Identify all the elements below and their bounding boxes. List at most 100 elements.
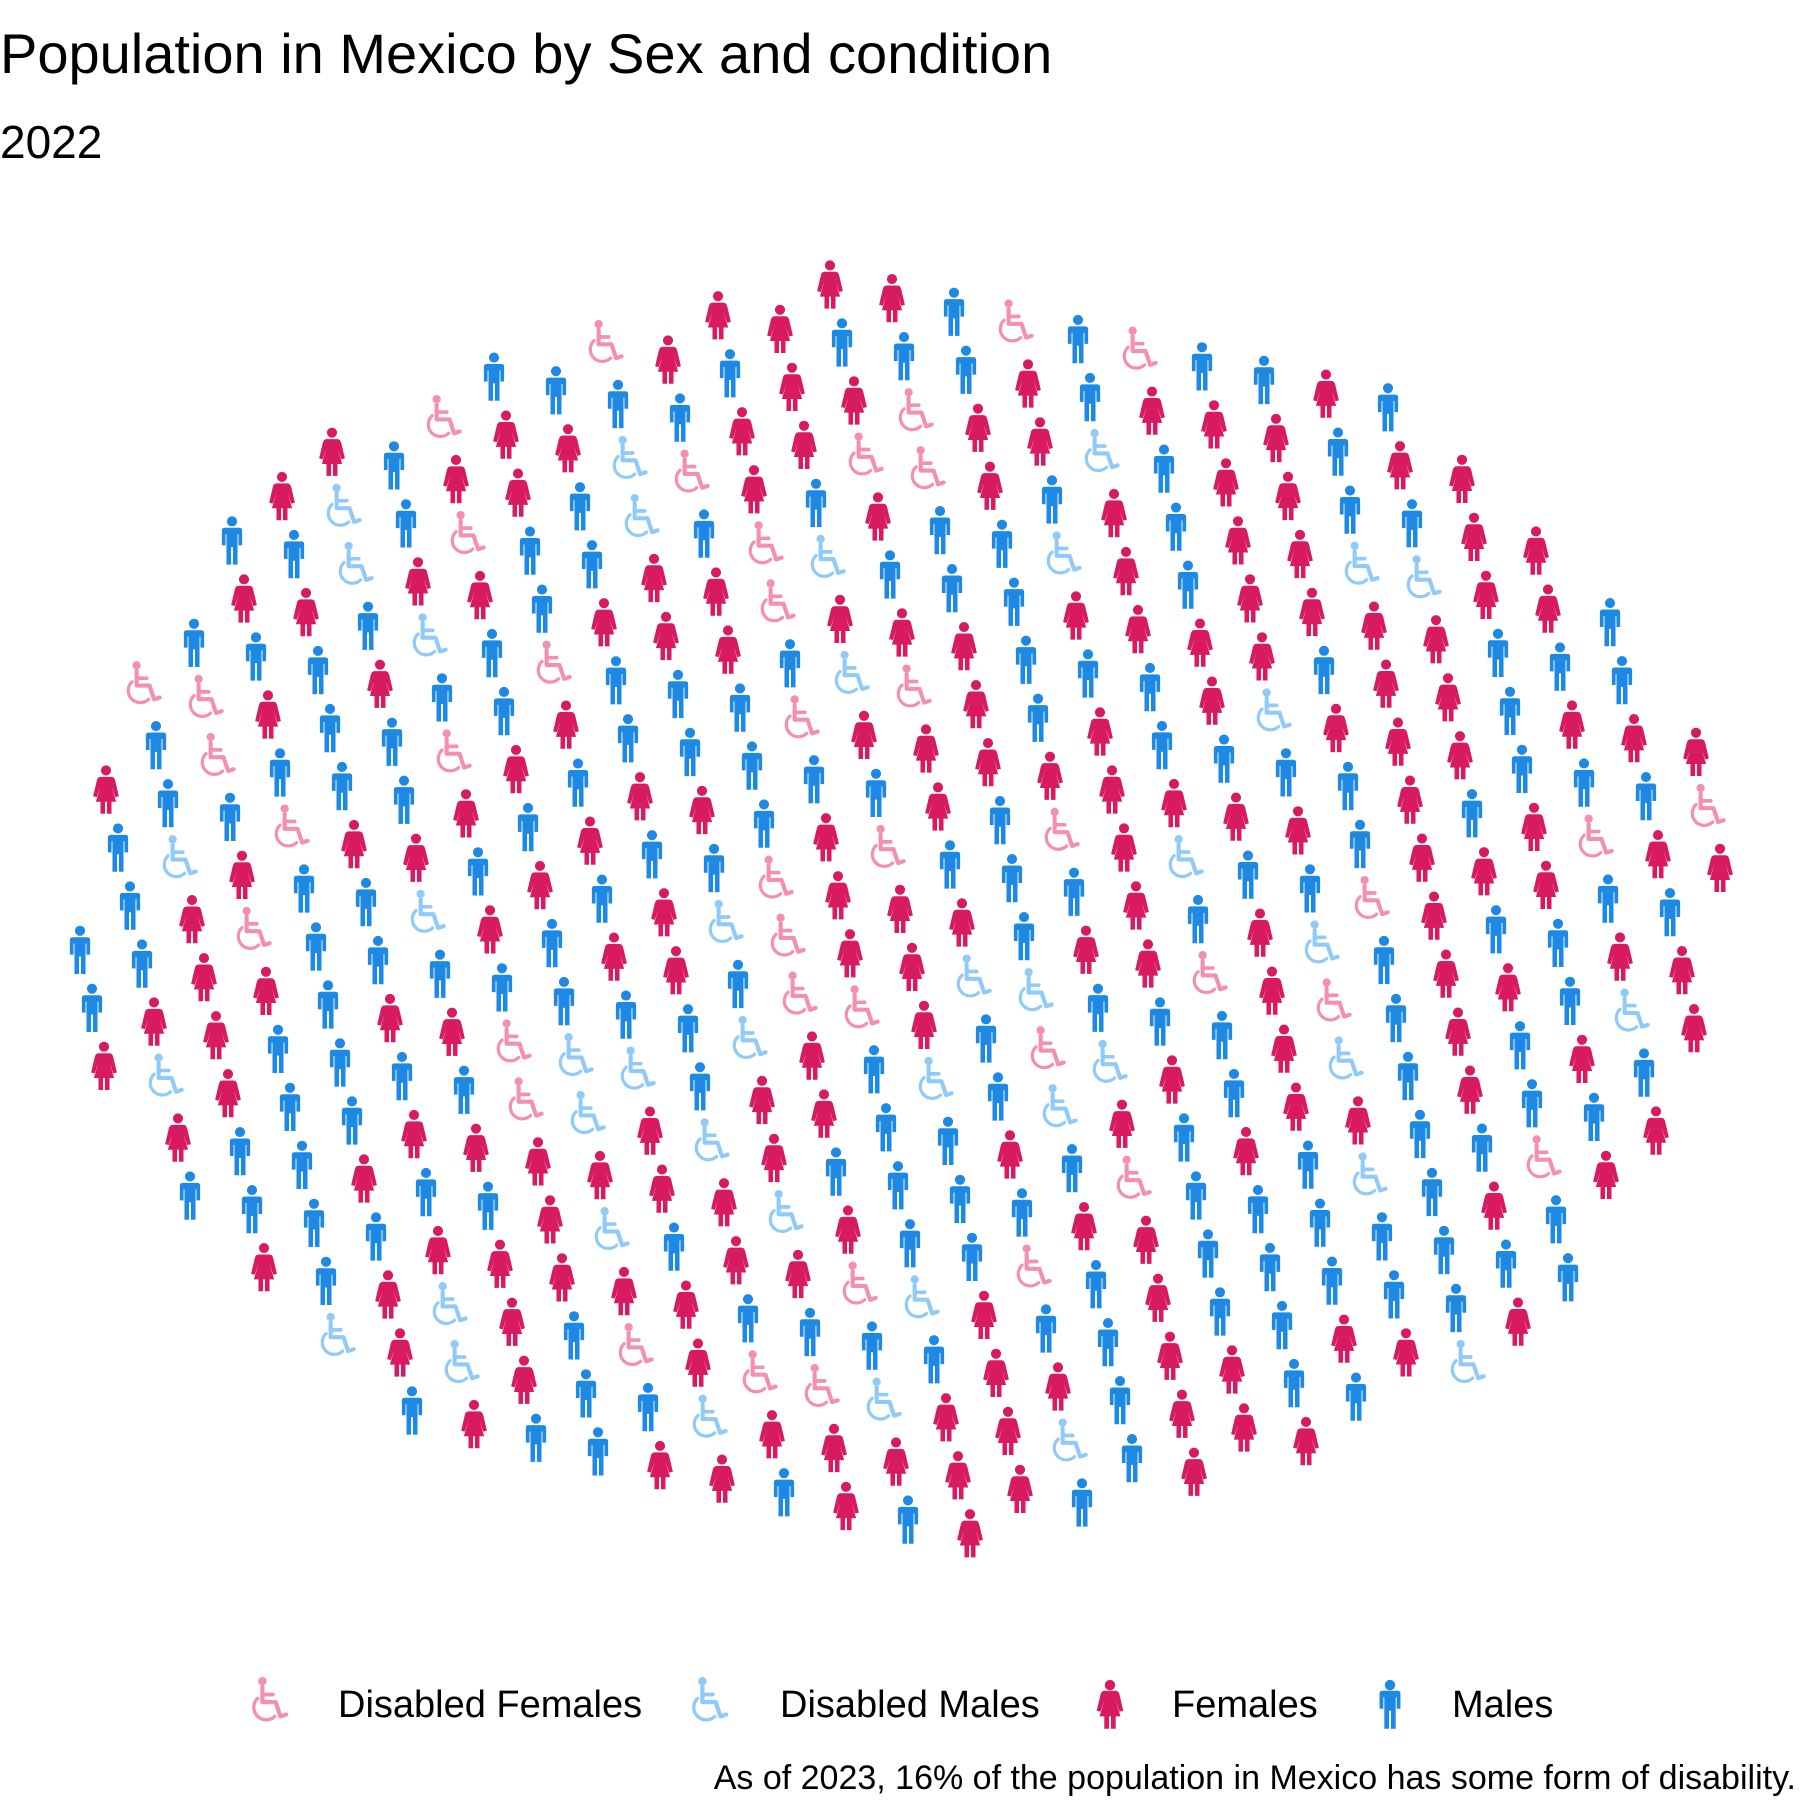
female-person-mark <box>1133 1215 1159 1264</box>
female-person-mark <box>1161 778 1187 828</box>
male-person-mark <box>693 509 715 558</box>
female-person-mark <box>611 1266 637 1316</box>
wheelchair-mark <box>1116 1155 1152 1199</box>
male-person-mark <box>1313 645 1335 695</box>
male-person-mark <box>831 318 853 367</box>
female-person-mark <box>591 598 617 647</box>
male-person-mark <box>283 529 305 579</box>
female-person-mark <box>1313 369 1339 418</box>
wheelchair-mark <box>1016 1244 1052 1288</box>
female-person-mark <box>647 1440 673 1490</box>
female-person-mark <box>1707 843 1733 892</box>
female-person-mark <box>1445 1007 1471 1056</box>
male-person-mark <box>107 823 129 872</box>
male-person-mark <box>569 482 591 531</box>
wheelchair-mark <box>624 493 660 538</box>
male-person-mark <box>391 1051 413 1101</box>
wheelchair-mark <box>770 913 806 957</box>
wheelchair-mark <box>188 674 224 718</box>
male-person-mark <box>1421 1167 1443 1217</box>
male-person-mark <box>563 1311 585 1360</box>
male-person-mark <box>1635 772 1657 821</box>
male-person-mark <box>365 1212 387 1261</box>
male-person-mark <box>703 843 725 893</box>
wheelchair-mark <box>898 388 934 432</box>
female-person-mark <box>319 427 345 476</box>
male-person-mark <box>961 1232 983 1281</box>
female-person-mark <box>1113 546 1139 596</box>
male-person-mark <box>1511 744 1533 793</box>
male-person-mark <box>875 1103 897 1152</box>
male-person-mark <box>1339 485 1361 534</box>
male-person-mark <box>329 1038 351 1087</box>
male-person-mark <box>989 796 1011 845</box>
male-person-mark <box>1271 1300 1293 1350</box>
female-person-mark <box>1373 659 1399 708</box>
female-person-mark <box>1393 1328 1419 1377</box>
female-person-mark <box>91 1041 117 1090</box>
female-person-mark <box>1247 908 1273 957</box>
female-person-mark <box>1669 946 1695 995</box>
wheelchair-mark <box>1450 1339 1486 1384</box>
male-person-mark <box>861 1321 883 1370</box>
female-person-mark <box>779 362 805 411</box>
female-person-mark <box>1387 441 1413 490</box>
female-person-mark <box>253 966 279 1015</box>
female-person-mark <box>837 929 863 978</box>
wheelchair-mark <box>866 1377 902 1421</box>
male-person-mark <box>317 980 339 1029</box>
male-person-mark <box>1599 598 1621 647</box>
wheelchair-mark <box>1690 783 1726 827</box>
wheelchair-mark <box>782 971 818 1015</box>
male-person-mark <box>955 345 977 394</box>
wheelchair-mark <box>236 906 272 950</box>
wheelchair-mark <box>410 889 446 933</box>
male-person-mark <box>567 758 589 807</box>
female-person-mark <box>1275 471 1301 521</box>
female-person-mark <box>759 1410 785 1459</box>
female-person-mark <box>1361 601 1387 650</box>
male-person-mark <box>1597 874 1619 923</box>
wheelchair-mark <box>618 1323 654 1367</box>
wheelchair-mark <box>200 732 236 776</box>
male-person-mark <box>1297 1140 1319 1189</box>
female-person-mark <box>1213 458 1239 507</box>
chart-caption: As of 2023, 16% of the population in Mex… <box>713 1759 1796 1797</box>
male-person-mark <box>1003 577 1025 626</box>
male-person-mark <box>1085 1260 1107 1309</box>
female-person-mark <box>649 1164 675 1213</box>
female-person-mark <box>269 471 295 521</box>
female-person-mark <box>387 1328 413 1377</box>
female-person-mark <box>899 942 925 991</box>
male-person-mark <box>145 721 167 770</box>
female-person-mark <box>653 611 679 661</box>
female-person-mark <box>1125 604 1151 654</box>
male-person-mark <box>1035 1304 1057 1353</box>
wheelchair-mark <box>162 835 198 879</box>
wheelchair-mark <box>810 534 846 578</box>
male-person-mark <box>991 519 1013 568</box>
female-person-mark <box>1187 618 1213 667</box>
wheelchair-mark <box>1354 875 1390 920</box>
female-person-mark <box>405 557 431 606</box>
male-person-mark <box>689 1062 711 1111</box>
female-person-mark <box>957 1509 983 1558</box>
male-person-mark <box>641 830 663 879</box>
female-person-mark <box>179 895 205 944</box>
female-person-mark <box>511 1355 537 1404</box>
wheelchair-mark <box>1344 541 1380 585</box>
wheelchair-mark <box>126 661 162 705</box>
wheelchair-mark <box>758 855 794 899</box>
male-person-mark <box>865 768 887 817</box>
female-person-mark <box>833 1481 859 1531</box>
female-person-mark <box>933 1393 959 1442</box>
wheelchair-mark <box>1526 1135 1562 1179</box>
male-person-mark <box>899 1219 921 1268</box>
wheelchair-mark <box>1304 920 1340 964</box>
female-person-mark <box>1521 802 1547 851</box>
male-person-mark <box>1659 888 1681 937</box>
female-person-mark <box>1135 939 1161 988</box>
female-person-mark <box>1481 1181 1507 1230</box>
female-person-mark <box>1523 526 1549 575</box>
wheelchair-mark <box>426 395 462 439</box>
